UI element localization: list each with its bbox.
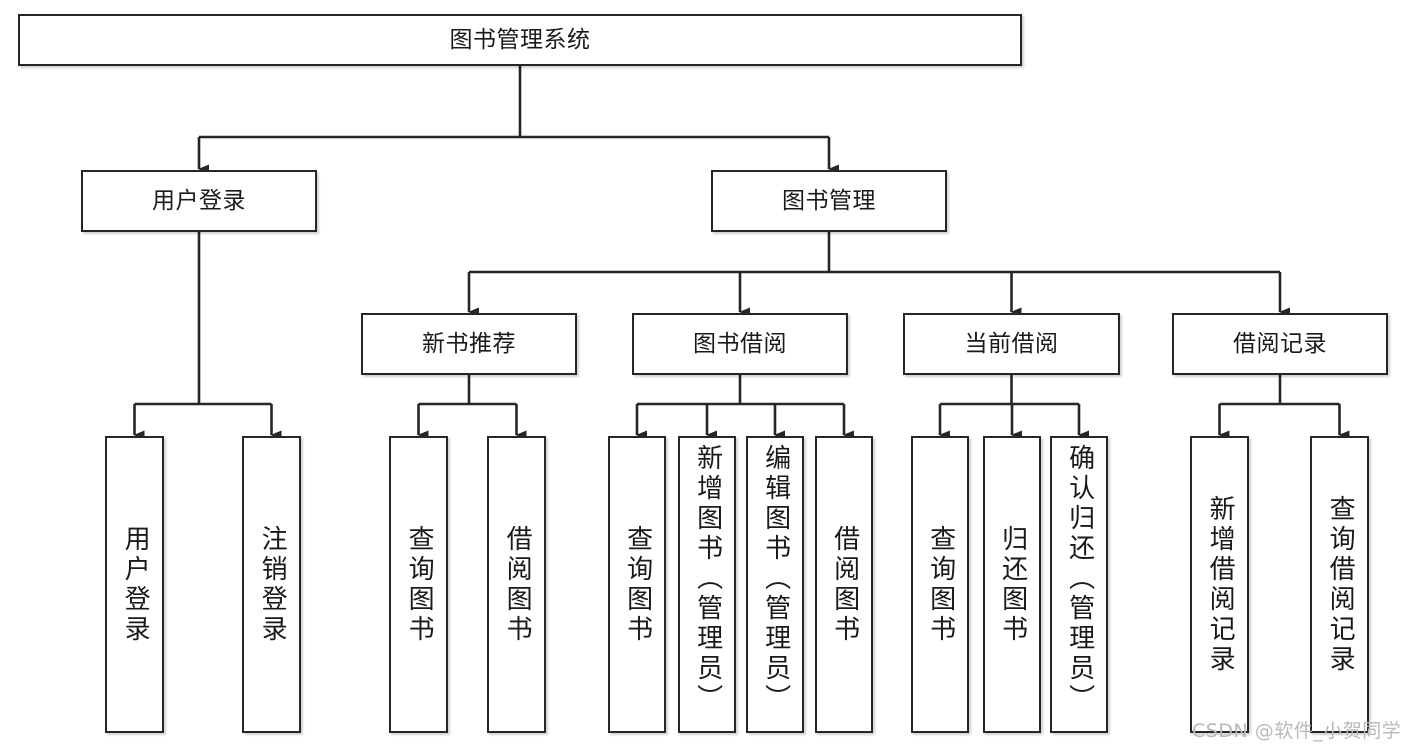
node-label: 注销登录: [257, 524, 288, 645]
node-leaf-edit-book[interactable]: 编辑图书（管理员）: [746, 436, 804, 733]
node-root[interactable]: 图书管理系统: [18, 14, 1022, 66]
edges: [133, 66, 1350, 440]
node-leaf-logout[interactable]: 注销登录: [242, 436, 301, 733]
node-leaf-query-book-rec[interactable]: 查询图书: [389, 436, 448, 733]
node-leaf-add-book[interactable]: 新增图书（管理员）: [678, 436, 736, 733]
node-label: 借阅图书: [829, 524, 860, 645]
watermark-text: CSDN @软件_小贺同学: [1192, 720, 1402, 742]
node-leaf-query-book-borrow[interactable]: 查询图书: [608, 436, 666, 733]
node-label: 查询图书: [622, 524, 653, 645]
node-label: 用户登录: [120, 524, 151, 645]
node-label: 图书借阅: [693, 330, 787, 357]
node-leaf-borrow-book[interactable]: 借阅图书: [815, 436, 873, 733]
node-new-book-recommend[interactable]: 新书推荐: [361, 313, 577, 375]
node-leaf-borrow-book-rec[interactable]: 借阅图书: [487, 436, 546, 733]
node-label: 借阅记录: [1233, 330, 1327, 357]
node-leaf-user-login[interactable]: 用户登录: [105, 436, 164, 733]
node-label: 借阅图书: [502, 524, 533, 645]
node-label: 新书推荐: [422, 330, 516, 357]
node-label: 查询图书: [925, 524, 956, 645]
node-label: 用户登录: [152, 187, 246, 214]
node-book-manage[interactable]: 图书管理: [711, 170, 947, 232]
node-label: 确认归还（管理员）: [1064, 444, 1095, 714]
node-book-borrow[interactable]: 图书借阅: [632, 313, 848, 375]
node-label: 当前借阅: [964, 330, 1059, 357]
node-leaf-return-book[interactable]: 归还图书: [983, 436, 1041, 733]
node-leaf-add-record[interactable]: 新增借阅记录: [1190, 436, 1249, 733]
node-label: 查询借阅记录: [1325, 494, 1356, 675]
node-label: 新增借阅记录: [1205, 494, 1236, 675]
node-leaf-confirm-return[interactable]: 确认归还（管理员）: [1050, 436, 1108, 733]
node-borrow-record[interactable]: 借阅记录: [1172, 313, 1388, 375]
node-label: 编辑图书（管理员）: [760, 444, 791, 714]
node-label: 图书管理系统: [449, 26, 591, 53]
node-user-login[interactable]: 用户登录: [81, 170, 317, 232]
node-leaf-query-record[interactable]: 查询借阅记录: [1310, 436, 1369, 733]
node-label: 查询图书: [404, 524, 435, 645]
node-current-borrow[interactable]: 当前借阅: [903, 313, 1120, 375]
node-leaf-query-book-cur[interactable]: 查询图书: [911, 436, 969, 733]
node-label: 新增图书（管理员）: [692, 444, 723, 714]
node-label: 归还图书: [997, 524, 1028, 645]
node-label: 图书管理: [782, 187, 876, 214]
